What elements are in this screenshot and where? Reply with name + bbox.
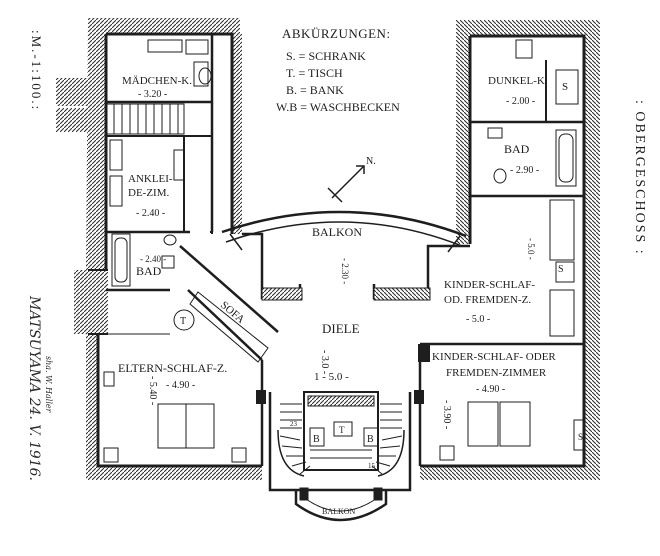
room-balkon-top: BALKON <box>312 225 362 239</box>
room-dunkel: DUNKEL-K. <box>488 75 548 87</box>
room-ankleide: DE-ZIM. <box>128 187 169 199</box>
north-arrow <box>327 165 365 203</box>
shelf-mark: S <box>578 432 583 442</box>
signature-sub: sha. W. Haller <box>44 356 53 414</box>
dim-diele-v: - 3.0 - <box>319 350 330 374</box>
dim-diele-h: 1 - 5.0 - <box>314 371 349 383</box>
dim-eltern-v: - 5.40 - <box>147 376 158 405</box>
shelf-mark: S <box>562 81 568 93</box>
room-kinder-2: KINDER-SCHLAF- ODER <box>432 351 556 363</box>
dim-bad-left: - 2.40 - <box>140 254 166 264</box>
legend-item: T. = TISCH <box>286 66 343 80</box>
north-label: N. <box>366 156 376 167</box>
dim-kinder-2-v: - 3.90 - <box>441 400 452 429</box>
dim-kinder-1-v: - 5.0 - <box>526 238 536 260</box>
legend: ABKÜRZUNGEN: S. = SCHRANK T. = TISCH B. … <box>276 26 400 114</box>
room-diele: DIELE <box>322 321 360 336</box>
room-kinder-2: FREMDEN-ZIMMER <box>446 367 547 379</box>
room-kinder-1: OD. FREMDEN-Z. <box>444 294 531 306</box>
legend-item: W.B = WASCHBECKEN <box>276 100 400 114</box>
dim-ankleide: - 2.40 - <box>136 208 165 219</box>
roof-eaves <box>56 18 600 480</box>
table-mark: T <box>339 425 345 435</box>
furniture-right <box>439 39 585 461</box>
dim-eltern-h: - 4.90 - <box>166 380 195 391</box>
dim-balkon: - 2.30 - <box>340 258 350 284</box>
dim-dunkel: - 2.00 - <box>506 96 535 107</box>
shelf-mark: S <box>558 264 564 275</box>
dim-maedchen: - 3.20 - <box>138 89 167 100</box>
room-bad-left: BAD <box>136 264 162 278</box>
walls <box>88 32 586 492</box>
table-mark: T <box>180 316 186 327</box>
pillars <box>256 287 431 404</box>
legend-item: S. = SCHRANK <box>286 49 366 63</box>
dim-kinder-2-h: - 4.90 - <box>476 384 505 395</box>
dim-bad-right: - 2.90 - <box>510 165 539 176</box>
left-stair <box>105 103 185 135</box>
stair-number: 23 <box>290 420 298 428</box>
room-eltern: ELTERN-SCHLAF-Z. <box>118 361 227 375</box>
dim-kinder-1-h: - 5.0 - <box>466 314 490 325</box>
balcony-top <box>221 210 467 253</box>
room-kinder-1: KINDER-SCHLAF- <box>444 279 535 291</box>
furniture-left <box>103 39 269 463</box>
floor-title: : OBERGESCHOSS : <box>632 100 647 256</box>
signature: MATSUYAMA 24. V. 1916. <box>26 295 42 481</box>
stair-number: 15 <box>368 462 376 470</box>
room-balkon-bottom: BALKON <box>322 507 356 516</box>
room-bad-right: BAD <box>504 142 530 156</box>
bench-mark: B <box>367 434 374 445</box>
scale-label: :M.-1:100.: <box>29 30 44 111</box>
legend-title: ABKÜRZUNGEN: <box>282 26 391 41</box>
hall-furniture <box>309 421 379 447</box>
staircase <box>277 395 405 477</box>
legend-item: B. = BANK <box>286 83 344 97</box>
balcony-bottom <box>294 487 388 522</box>
room-maedchen: MÄDCHEN-K. <box>122 75 192 87</box>
room-ankleide: ANKLEI- <box>128 173 173 185</box>
bench-mark: B <box>313 434 320 445</box>
